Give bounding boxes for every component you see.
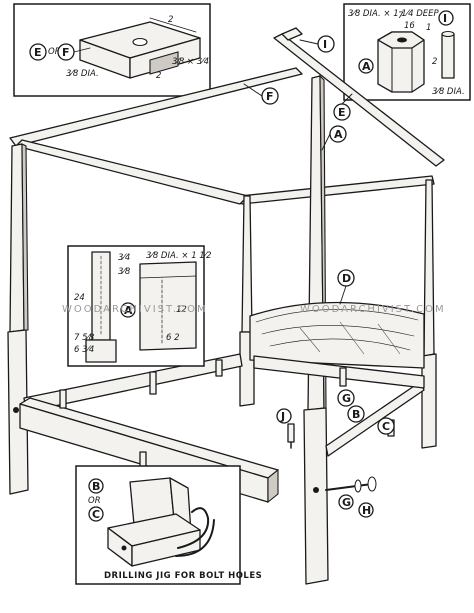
dim-z-side: 2 bbox=[156, 71, 161, 81]
jig-caption: DRILLING JIG FOR BOLT HOLES bbox=[104, 571, 262, 581]
inset-rail-end: 2 2 3⁄8 × 3⁄4 3⁄8 DIA. E OR F bbox=[13, 3, 211, 97]
callout-g: G bbox=[342, 392, 351, 405]
dim-z-top: 2 bbox=[168, 15, 173, 25]
dim-a-lower-left: 7 5⁄8 bbox=[74, 333, 95, 343]
dim-a-six-two: 6 2 bbox=[166, 333, 180, 343]
inset-post-joint: 3⁄4 3⁄8 3⁄8 DIA. × 1 1⁄2 12 6 2 24 7 5⁄8… bbox=[67, 245, 212, 367]
callout-b: B bbox=[352, 408, 360, 421]
dim-i-bottom: 3⁄8 DIA. bbox=[432, 87, 465, 97]
inset-drilling-jig: B OR C DRILLING JIG FOR BOLT HOLES bbox=[75, 465, 262, 585]
dim-i-seven: 7 bbox=[398, 11, 404, 21]
callout-i: I bbox=[323, 38, 327, 51]
callout-d: D bbox=[342, 272, 351, 285]
callout-g-lower: G bbox=[342, 496, 351, 509]
dim-a-twelve: 12 bbox=[176, 305, 187, 315]
dim-ef: 3⁄8 × 3⁄4 bbox=[172, 57, 209, 67]
dim-i-two: 2 bbox=[432, 57, 437, 67]
hardware bbox=[287, 423, 377, 493]
callout-e: E bbox=[338, 106, 346, 119]
dim-a-hole: 3⁄8 DIA. × 1 1⁄2 bbox=[146, 251, 212, 261]
callout-c: C bbox=[382, 420, 390, 433]
dim-a-top-left: 3⁄4 bbox=[118, 253, 130, 263]
callout-b-inset: B bbox=[92, 480, 100, 493]
callout-h: H bbox=[362, 504, 371, 517]
dim-ef-hole: 3⁄8 DIA. bbox=[66, 69, 99, 79]
inset-post-top: I A 3⁄8 DIA. × 1 1⁄4 DEEP 7 16 1 2 3⁄8 D… bbox=[343, 3, 471, 101]
dim-i-fraction: 16 bbox=[404, 21, 415, 31]
dim-i-hole: 3⁄8 DIA. × 1 1⁄4 DEEP bbox=[348, 9, 440, 19]
callout-c-inset: C bbox=[92, 508, 100, 521]
watermark-right: WOODARCHIVIST.COM bbox=[300, 304, 446, 315]
dim-a-lower-left-2: 6 3⁄4 bbox=[74, 345, 94, 355]
headboard bbox=[249, 301, 425, 369]
callout-a-detail: A bbox=[362, 60, 371, 73]
main-callouts: F I E A D G B C J G H bbox=[243, 35, 395, 518]
dim-a-height-left: 24 bbox=[74, 293, 85, 303]
or-label-2: OR bbox=[88, 496, 101, 506]
dim-i-one: 1 bbox=[426, 23, 431, 33]
watermark-left: WOODARCHIVIST.COM bbox=[62, 304, 208, 315]
canopy-rails bbox=[9, 27, 445, 205]
callout-f-inset: F bbox=[62, 46, 70, 59]
dim-a-small: 3⁄8 bbox=[118, 267, 131, 277]
callout-i-inset: I bbox=[443, 12, 447, 25]
callout-a-inset: A bbox=[124, 304, 133, 317]
callout-a-upper: A bbox=[334, 128, 343, 141]
callout-e-inset: E bbox=[34, 46, 42, 59]
callout-j: J bbox=[280, 410, 285, 423]
or-label: OR bbox=[48, 47, 61, 57]
callout-f: F bbox=[266, 90, 274, 103]
